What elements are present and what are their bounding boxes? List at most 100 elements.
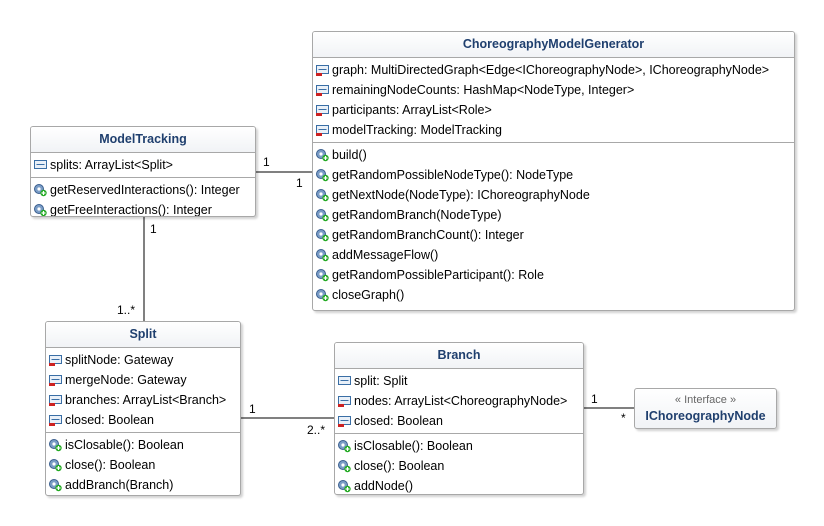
attribute-label: splits: ArrayList<Split> [50, 158, 173, 172]
attribute-label: graph: MultiDirectedGraph<Edge<IChoreogr… [332, 63, 770, 77]
attribute-row[interactable]: remainingNodeCounts: HashMap<NodeType, I… [313, 80, 794, 100]
class-branch[interactable]: Branch split: Split nodes: ArrayList<Chor… [334, 342, 584, 495]
field-icon [48, 413, 63, 427]
attributes-section: split: Split nodes: ArrayList<Choreograph… [335, 369, 583, 434]
interface-ichoreography-node[interactable]: « Interface » IChoreographyNode [634, 388, 777, 429]
operation-row[interactable]: closeGraph() [313, 285, 794, 305]
field-icon [337, 374, 352, 388]
operation-row[interactable]: getRandomPossibleNodeType(): NodeType [313, 165, 794, 185]
operations-section: build() getRandomPossibleNodeType(): Node… [313, 143, 794, 307]
operation-label: getFreeInteractions(): Integer [50, 203, 212, 217]
operation-row[interactable]: addMessageFlow() [313, 245, 794, 265]
operations-section: getReservedInteractions(): Integer getFre… [31, 178, 255, 217]
multiplicity-tracking-split-bottom: 1..* [117, 303, 136, 317]
method-icon [315, 188, 330, 202]
attributes-section: splits: ArrayList<Split> [31, 153, 255, 178]
method-icon [315, 268, 330, 282]
method-icon [337, 479, 352, 493]
operation-label: getRandomBranch(NodeType) [332, 208, 502, 222]
operation-label: addNode() [354, 479, 414, 493]
operation-row[interactable]: build() [313, 145, 794, 165]
operation-row[interactable]: addBranch(Branch) [46, 475, 240, 495]
operations-section: isClosable(): Boolean close(): Boolean add… [46, 433, 240, 495]
operation-label: addMessageFlow() [332, 248, 439, 262]
method-icon [33, 183, 48, 197]
field-icon [48, 373, 63, 387]
field-icon [48, 353, 63, 367]
attribute-label: remainingNodeCounts: HashMap<NodeType, I… [332, 83, 635, 97]
field-icon [33, 158, 48, 172]
attribute-row[interactable]: graph: MultiDirectedGraph<Edge<IChoreogr… [313, 60, 794, 80]
field-icon [315, 83, 330, 97]
method-icon [315, 208, 330, 222]
class-name: Branch [335, 343, 583, 369]
operation-row[interactable]: getReservedInteractions(): Integer [31, 180, 255, 200]
multiplicity-split-branch-right: 2..* [307, 423, 326, 437]
field-icon [48, 393, 63, 407]
multiplicity-branch-interface-right: * [621, 411, 626, 425]
operation-label: isClosable(): Boolean [65, 438, 184, 452]
operation-label: getReservedInteractions(): Integer [50, 183, 240, 197]
multiplicity-branch-interface-left: 1 [591, 392, 598, 406]
attribute-row[interactable]: split: Split [335, 371, 583, 391]
attribute-label: closed: Boolean [65, 413, 154, 427]
attribute-row[interactable]: splits: ArrayList<Split> [31, 155, 255, 175]
interface-name: IChoreographyNode [645, 409, 766, 423]
attribute-label: branches: ArrayList<Branch> [65, 393, 227, 407]
operation-row[interactable]: getRandomPossibleParticipant(): Role [313, 265, 794, 285]
class-name: ChoreographyModelGenerator [313, 32, 794, 58]
operation-row[interactable]: getRandomBranch(NodeType) [313, 205, 794, 225]
attribute-label: splitNode: Gateway [65, 353, 174, 367]
method-icon [315, 288, 330, 302]
attribute-row[interactable]: branches: ArrayList<Branch> [46, 390, 240, 410]
attribute-row[interactable]: closed: Boolean [46, 410, 240, 430]
operation-row[interactable]: getNextNode(NodeType): IChoreographyNode [313, 185, 794, 205]
attribute-label: split: Split [354, 374, 408, 388]
method-icon [48, 458, 63, 472]
operation-row[interactable]: getRandomBranchCount(): Integer [313, 225, 794, 245]
operation-label: getRandomBranchCount(): Integer [332, 228, 524, 242]
operation-label: getNextNode(NodeType): IChoreographyNode [332, 188, 590, 202]
attribute-label: nodes: ArrayList<ChoreographyNode> [354, 394, 568, 408]
attribute-row[interactable]: splitNode: Gateway [46, 350, 240, 370]
attributes-section: splitNode: Gateway mergeNode: Gateway bran… [46, 348, 240, 433]
method-icon [315, 148, 330, 162]
operation-row[interactable]: close(): Boolean [46, 455, 240, 475]
operation-label: build() [332, 148, 367, 162]
operations-section: isClosable(): Boolean close(): Boolean add… [335, 434, 583, 494]
operation-label: closeGraph() [332, 288, 405, 302]
field-icon [315, 103, 330, 117]
operation-row[interactable]: isClosable(): Boolean [46, 435, 240, 455]
attribute-row[interactable]: participants: ArrayList<Role> [313, 100, 794, 120]
class-model-tracking[interactable]: ModelTracking splits: ArrayList<Split> g… [30, 126, 256, 217]
method-icon [315, 228, 330, 242]
operation-label: getRandomPossibleParticipant(): Role [332, 268, 544, 282]
field-icon [337, 414, 352, 428]
attribute-row[interactable]: closed: Boolean [335, 411, 583, 431]
method-icon [315, 248, 330, 262]
attribute-label: closed: Boolean [354, 414, 443, 428]
operation-row[interactable]: addNode() [335, 476, 583, 494]
operation-label: close(): Boolean [65, 458, 156, 472]
method-icon [315, 168, 330, 182]
attribute-row[interactable]: mergeNode: Gateway [46, 370, 240, 390]
method-icon [337, 439, 352, 453]
attribute-row[interactable]: nodes: ArrayList<ChoreographyNode> [335, 391, 583, 411]
class-name: Split [46, 322, 240, 348]
multiplicity-tracking-generator-right: 1 [296, 176, 303, 190]
operation-row[interactable]: getFreeInteractions(): Integer [31, 200, 255, 217]
multiplicity-split-branch-left: 1 [249, 402, 256, 416]
operation-label: getRandomPossibleNodeType(): NodeType [332, 168, 574, 182]
multiplicity-tracking-generator-left: 1 [263, 155, 270, 169]
interface-stereotype: « Interface » [674, 394, 737, 406]
operation-label: isClosable(): Boolean [354, 439, 473, 453]
method-icon [33, 203, 48, 216]
operation-row[interactable]: close(): Boolean [335, 456, 583, 476]
class-split[interactable]: Split splitNode: Gateway mergeNode: Gatew… [45, 321, 241, 496]
operation-row[interactable]: isClosable(): Boolean [335, 436, 583, 456]
field-icon [315, 123, 330, 137]
attribute-row[interactable]: modelTracking: ModelTracking [313, 120, 794, 140]
operation-label: addBranch(Branch) [65, 478, 174, 492]
class-choreography-model-generator[interactable]: ChoreographyModelGenerator graph: MultiD… [312, 31, 795, 311]
attribute-label: participants: ArrayList<Role> [332, 103, 492, 117]
